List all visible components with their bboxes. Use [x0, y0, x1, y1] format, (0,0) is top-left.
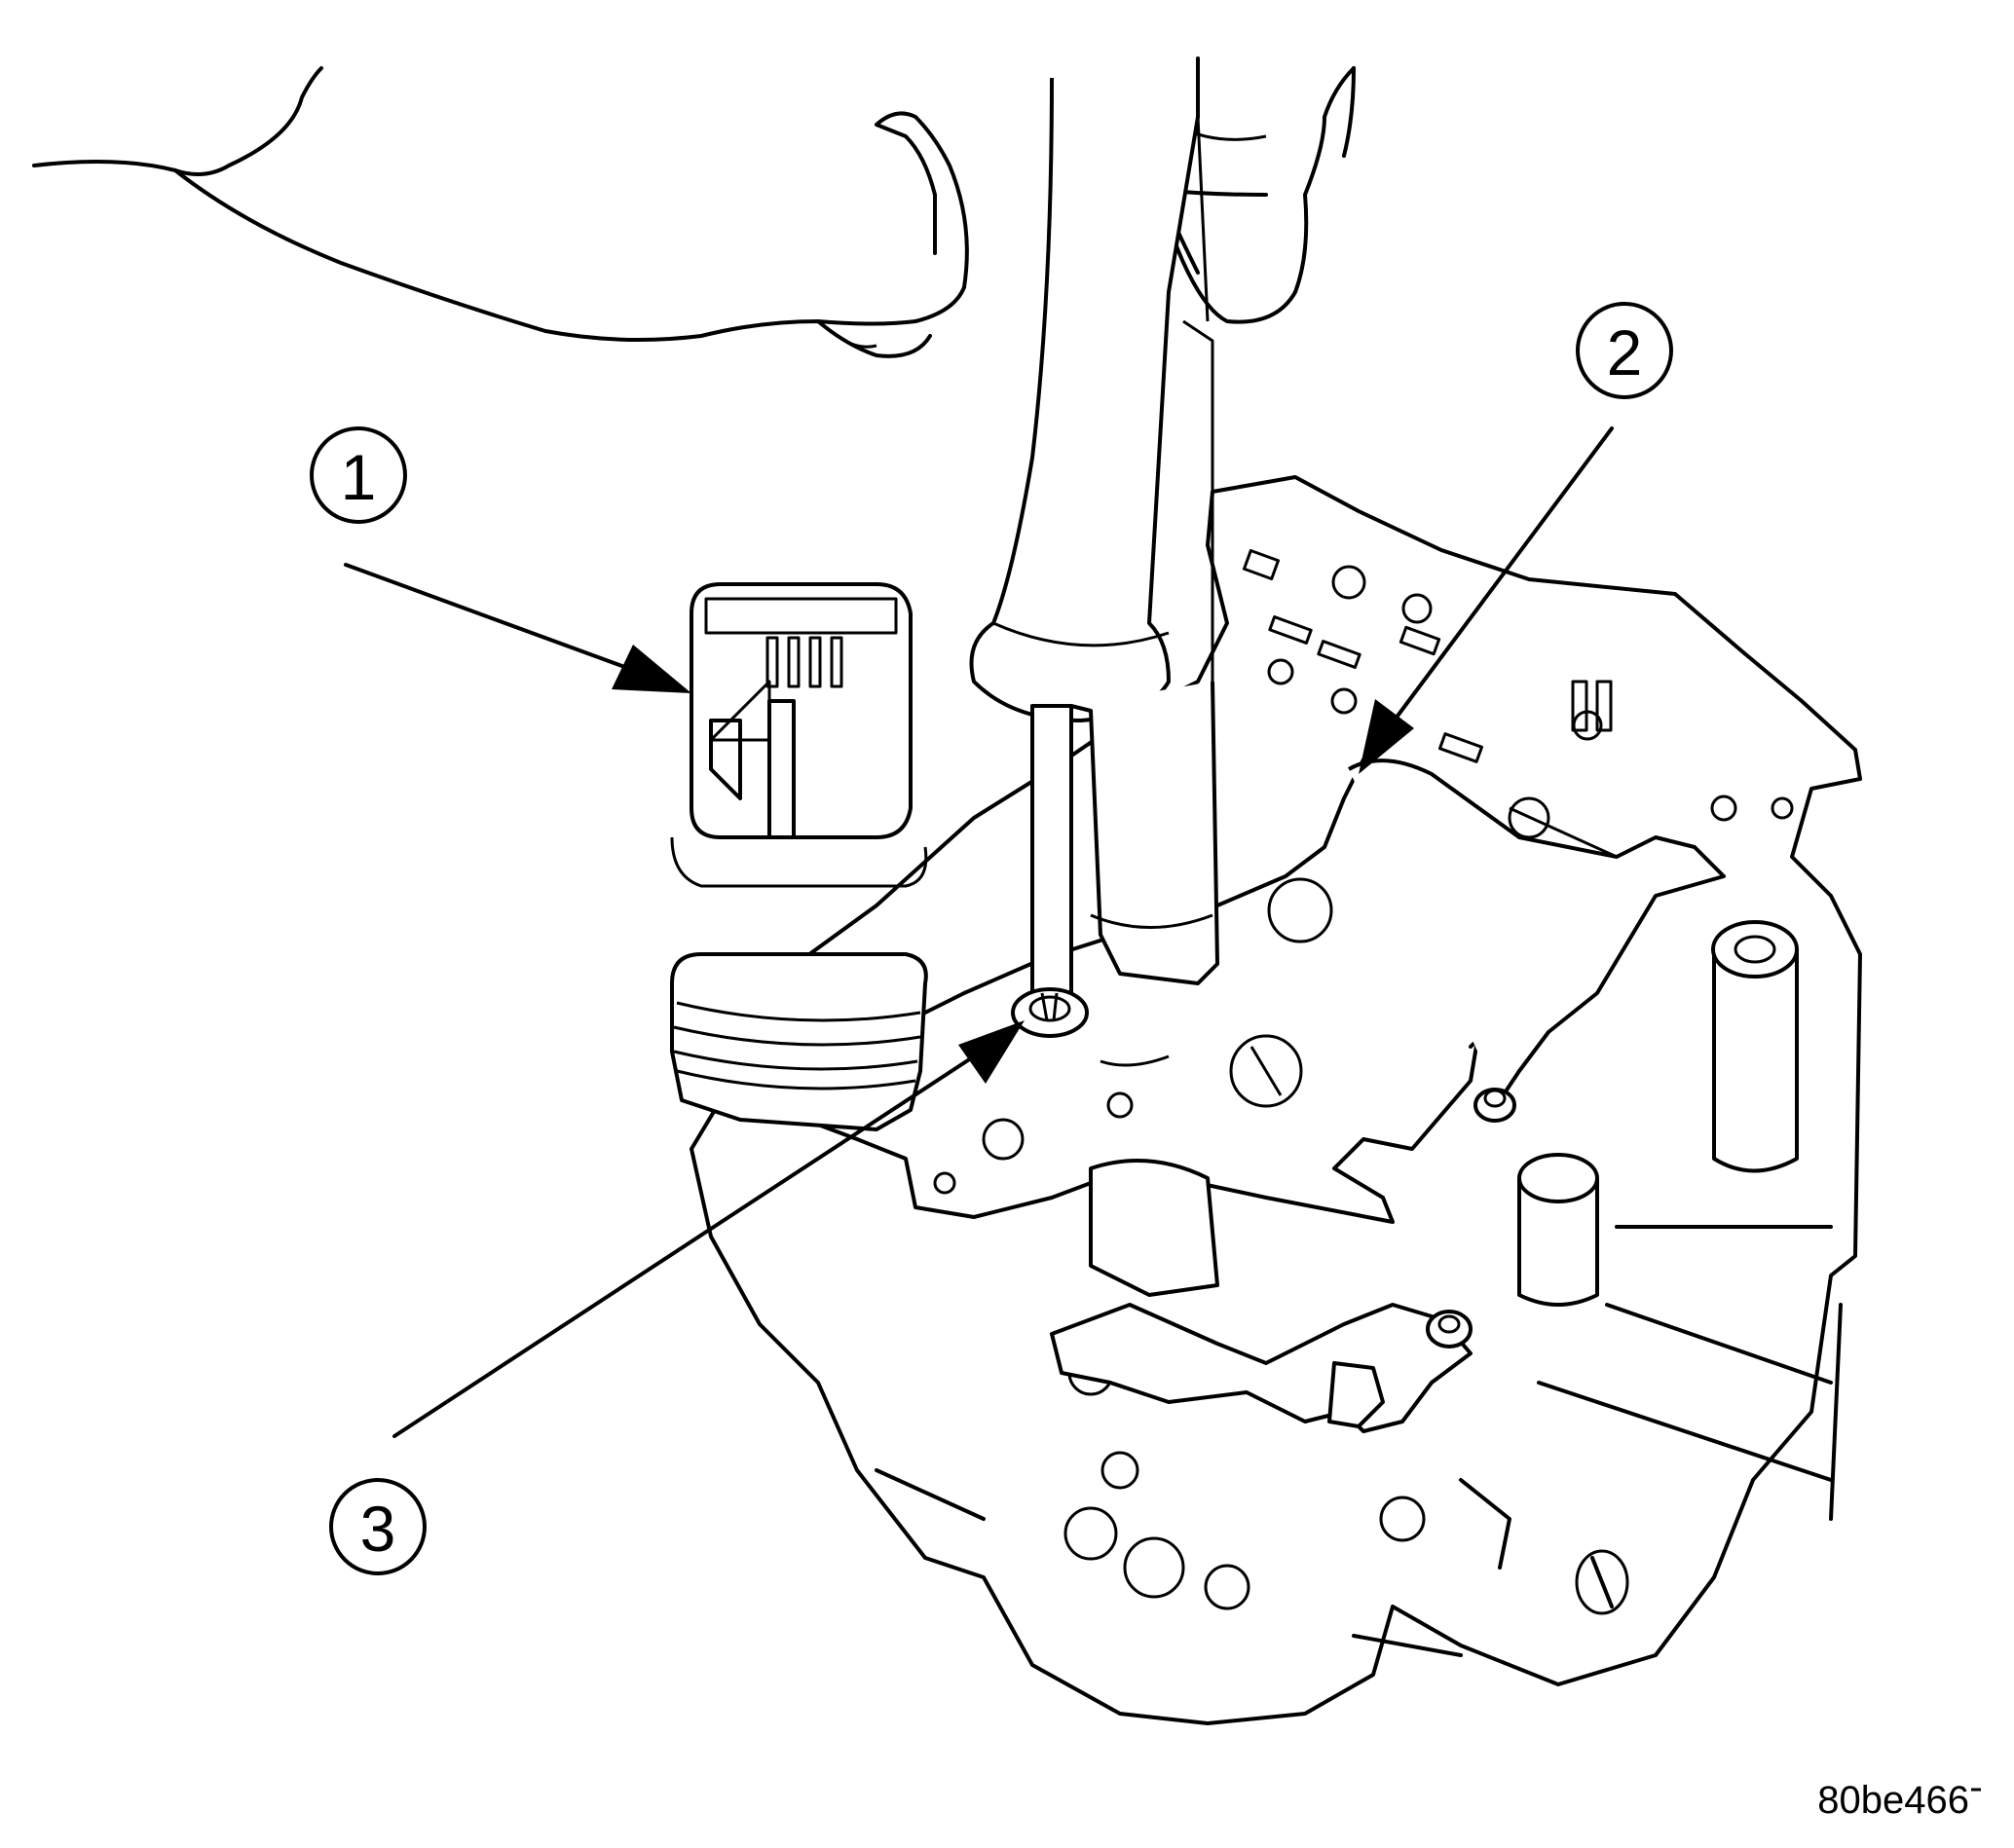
screwdriver-handle	[969, 58, 1200, 722]
arrow-1-line	[344, 563, 640, 674]
leader-arrows	[344, 426, 1614, 1438]
arrow-3-head	[958, 1020, 1025, 1084]
arrow-1-head	[612, 645, 691, 693]
callout-1: 1	[310, 426, 407, 524]
arrow-2-line	[1391, 426, 1614, 724]
bolt-head	[1011, 987, 1089, 1038]
callout-3: 3	[329, 1478, 427, 1575]
arrow-2-head	[1359, 699, 1414, 774]
callout-1-number: 1	[341, 441, 377, 513]
lever-bore-top	[1267, 877, 1333, 943]
lever-plate-outline	[777, 758, 1502, 1224]
sensor-connector	[690, 582, 913, 839]
valve-body-bosses	[1517, 920, 1833, 1482]
valve-body-bores	[875, 1303, 1843, 1657]
callout-2-number: 2	[1607, 316, 1643, 388]
screwdriver	[969, 58, 1219, 1038]
park-linkage	[1050, 1159, 1473, 1433]
transmission-range-sensor	[670, 582, 928, 1131]
screwdriver-shank	[1030, 704, 1073, 1024]
callout-2: 2	[1576, 302, 1673, 399]
lever-bore-upper	[1229, 1034, 1303, 1108]
figure-id-code: 80be466	[1817, 1779, 1969, 1822]
callout-3-number: 3	[360, 1493, 396, 1565]
plate-holes	[1242, 548, 1794, 839]
arrow-3-line	[392, 1054, 976, 1438]
